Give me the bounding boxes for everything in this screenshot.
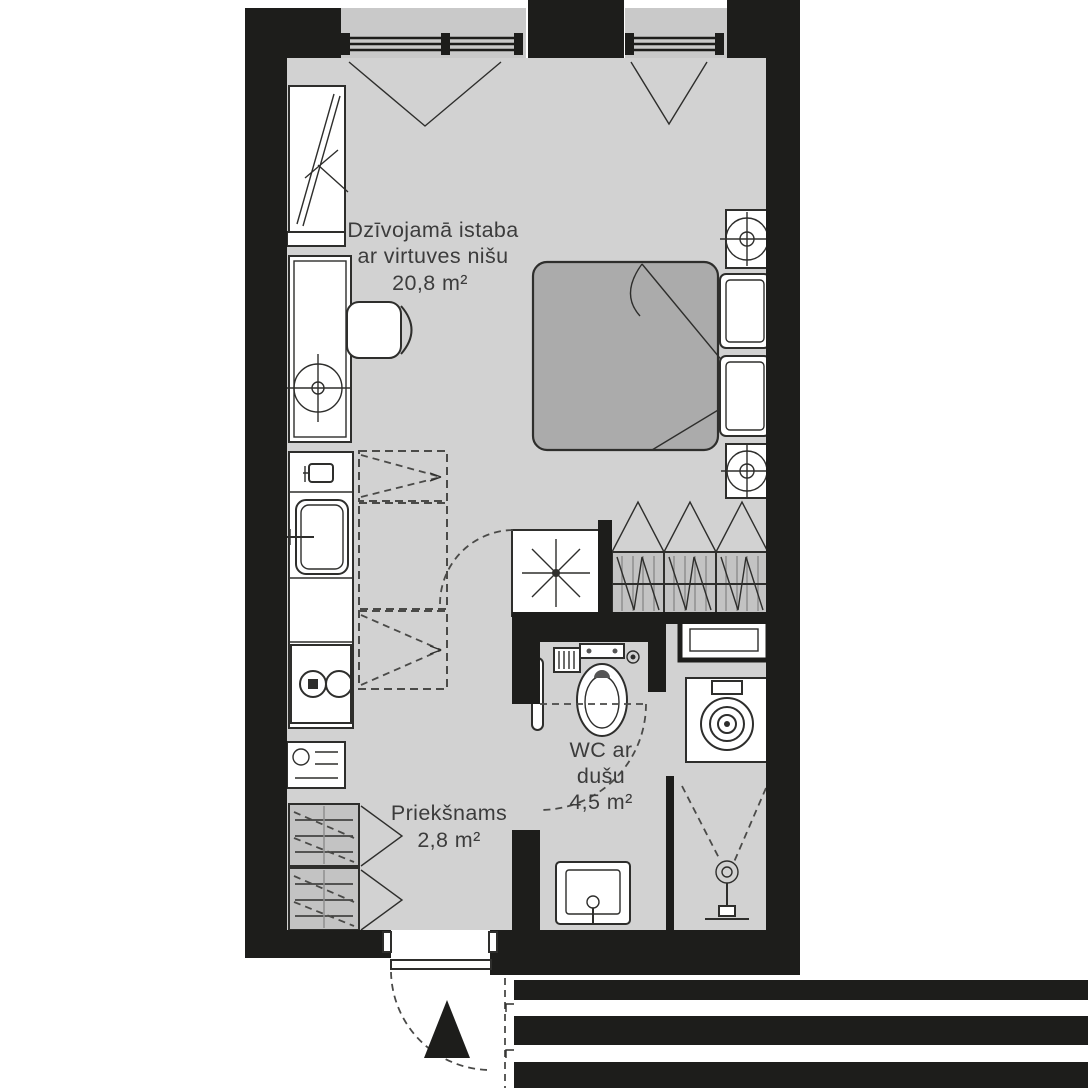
wall-bathroom-stub — [648, 612, 666, 692]
wall-top-pier — [528, 0, 624, 58]
window-opening-marks — [348, 61, 708, 127]
washbasin — [555, 861, 631, 925]
wall-right — [766, 0, 800, 975]
vent-valve — [553, 647, 581, 673]
floor-lamp-symbol — [284, 354, 352, 422]
upper-cabinets — [358, 450, 448, 690]
stove — [290, 644, 353, 724]
wardrobe-sections — [611, 551, 769, 616]
wall-bathroom-left-upper — [512, 612, 540, 704]
desk — [288, 255, 352, 443]
wall-left — [245, 8, 287, 958]
interior-door-arc — [439, 529, 515, 605]
shower-drain — [685, 677, 769, 763]
hallway-area: 2,8 m² — [417, 828, 480, 852]
shower-stand — [681, 785, 767, 920]
room-labels: Dzīvojamā istaba ar virtuves nišu 20,8 m… — [347, 218, 632, 852]
wc-area: 4,5 m² — [569, 790, 632, 814]
living-room-area: 20,8 m² — [392, 271, 468, 295]
window-left — [341, 33, 523, 55]
pillows — [719, 273, 771, 437]
wc-name-line1: WC ar — [570, 738, 633, 762]
wall-bottom-right — [490, 930, 800, 975]
drying-rack — [288, 85, 349, 235]
window-sill — [286, 231, 346, 247]
wall-vent-divider — [598, 520, 612, 616]
bed — [531, 260, 750, 452]
hallway-name: Priekšnams — [391, 801, 507, 825]
kitchen-sink — [283, 499, 349, 575]
vent-shaft — [511, 529, 601, 617]
wardrobe-door-marks — [611, 500, 769, 553]
wall-bathroom-top-thin — [648, 612, 768, 624]
burner-right — [325, 670, 353, 698]
intercom-panel — [286, 741, 346, 789]
bathroom-shelf — [677, 617, 771, 663]
closet-door-marks — [360, 805, 404, 931]
hall-closet — [288, 803, 404, 931]
light-symbol-top — [720, 209, 774, 269]
wall-bottom-left — [245, 930, 391, 958]
light-symbol-bottom — [721, 443, 773, 499]
entrance-door — [382, 931, 498, 1071]
walls — [245, 0, 800, 975]
window-right — [625, 33, 724, 55]
wardrobe — [611, 500, 769, 616]
living-room-name-line1: Dzīvojamā istaba — [347, 218, 518, 242]
kitchen-tap-fixture — [303, 463, 334, 483]
wall-bathroom-left-lower — [512, 830, 540, 930]
toilet — [576, 643, 628, 737]
door-jamb-left — [382, 931, 392, 953]
door-jamb-right — [488, 931, 498, 953]
apartment-floor — [287, 58, 768, 930]
shower-partition — [666, 776, 674, 930]
entrance-door-arc — [390, 971, 492, 1071]
building-continuation — [504, 978, 1088, 1088]
bathroom-door — [539, 703, 647, 811]
water-outlet — [626, 650, 640, 664]
wall-top-left — [245, 8, 341, 58]
wc-name-line2: dušu — [577, 764, 625, 788]
living-room-name-line2: ar virtuves nišu — [358, 244, 509, 268]
entrance-door-leaf — [390, 959, 492, 970]
chair — [346, 301, 413, 359]
entrance-arrow-icon — [424, 1000, 470, 1058]
